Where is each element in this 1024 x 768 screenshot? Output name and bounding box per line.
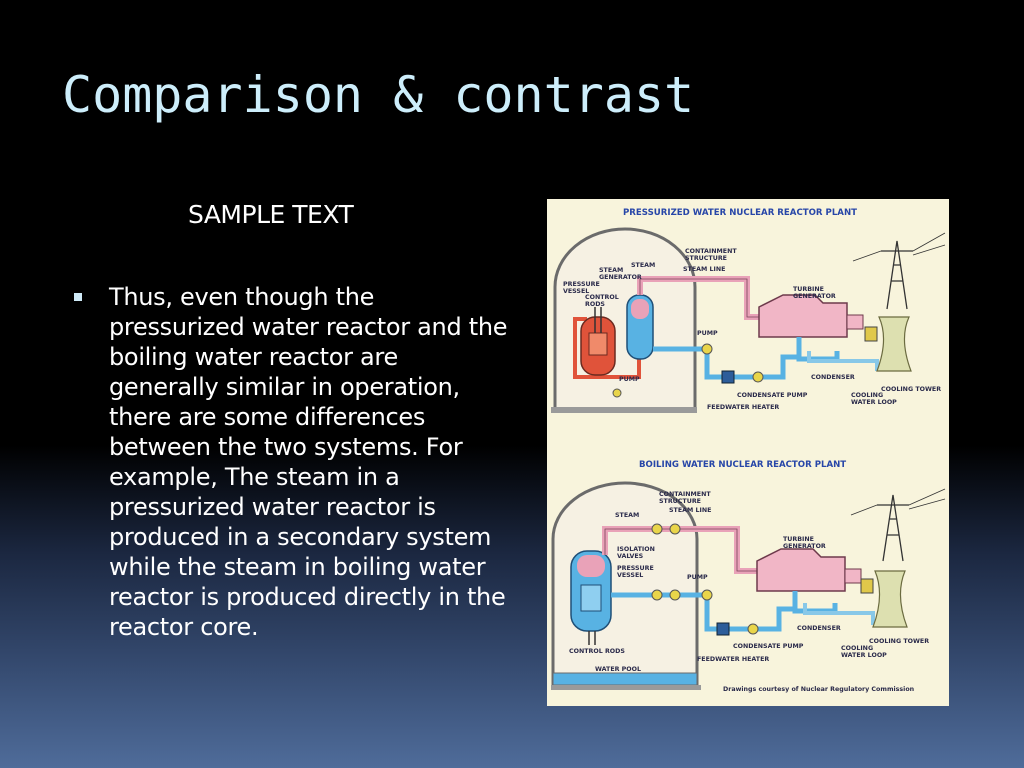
bwr-ground <box>551 685 701 690</box>
bwr-label-turbine-2: GENERATOR <box>783 543 826 550</box>
pwr-label-pressure-vessel-1: PRESSURE <box>563 281 600 288</box>
bullet-square-icon <box>74 293 82 301</box>
pwr-primary-pump <box>612 388 622 398</box>
bwr-steam-line-outline <box>604 528 759 572</box>
bwr-label-cooling-loop-2: WATER LOOP <box>841 652 887 659</box>
bullet-paragraph: Thus, even though the pressurized water … <box>109 283 508 641</box>
sample-text-label: SAMPLE TEXT <box>188 200 354 229</box>
pwr-label-pump-top: PUMP <box>697 330 718 337</box>
pwr-label-condensate-pump: CONDENSATE PUMP <box>737 392 808 399</box>
bwr-transmission-tower <box>877 494 909 562</box>
pwr-turbine-generator <box>758 294 848 338</box>
pwr-condensate-pump <box>752 371 764 383</box>
bwr-label-isolation-1: ISOLATION <box>617 546 655 553</box>
bwr-isolation-valve-feed <box>669 589 681 601</box>
pwr-steam-line-outline <box>639 278 761 318</box>
pwr-transmission-tower <box>881 240 913 310</box>
pwr-label-pressure-vessel-2: VESSEL <box>563 288 589 295</box>
pwr-label-pump-bottom: PUMP <box>619 376 640 383</box>
pwr-label-cooling-loop-2: WATER LOOP <box>851 399 897 406</box>
bwr-label-pressure-vessel-1: PRESSURE <box>617 565 654 572</box>
reactor-diagram-figure: PRESSURIZED WATER NUCLEAR REACTOR PLANT <box>547 199 949 706</box>
figure-credit: Drawings courtesy of Nuclear Regulatory … <box>723 686 914 693</box>
bwr-label-steam-line: STEAM LINE <box>669 507 711 514</box>
pwr-steam-dome <box>631 299 649 319</box>
bwr-condensate-pump <box>747 623 759 635</box>
pwr-label-steam-generator-2: GENERATOR <box>599 274 642 281</box>
bwr-reactor-core <box>580 584 602 612</box>
bwr-feedwater-line <box>611 592 795 632</box>
bwr-label-condenser: CONDENSER <box>797 625 841 632</box>
pwr-label-turbine-1: TURBINE <box>793 286 824 293</box>
bwr-label-feedwater-heater: FEEDWATER HEATER <box>697 656 769 663</box>
bwr-feed-pump <box>701 589 713 601</box>
pwr-title: PRESSURIZED WATER NUCLEAR REACTOR PLANT <box>623 208 857 218</box>
bwr-label-turbine-1: TURBINE <box>783 536 814 543</box>
bwr-title: BOILING WATER NUCLEAR REACTOR PLANT <box>639 460 846 470</box>
bwr-label-control-rods: CONTROL RODS <box>569 648 625 655</box>
bwr-label-cooling-loop-1: COOLING <box>841 645 873 652</box>
pwr-label-condenser: CONDENSER <box>811 374 855 381</box>
pwr-feed-pump <box>701 343 713 355</box>
bwr-isolation-valve <box>669 523 681 535</box>
pwr-label-control-rods-1: CONTROL <box>585 294 619 301</box>
bwr-turbine-generator <box>756 548 846 592</box>
bwr-feedwater-heater-box <box>716 622 730 636</box>
bwr-label-steam: STEAM <box>615 512 639 519</box>
bwr-label-containment: CONTAINMENT <box>659 491 711 498</box>
slide-title: Comparison & contrast <box>62 66 695 124</box>
bwr-water-pool <box>552 672 698 686</box>
bwr-power-lines <box>850 488 946 516</box>
pwr-label-steam: STEAM <box>631 262 655 269</box>
pwr-label-control-rods-2: RODS <box>585 301 605 308</box>
pwr-label-steam-line: STEAM LINE <box>683 266 725 273</box>
bwr-label-pressure-vessel-2: VESSEL <box>617 572 643 579</box>
pwr-label-turbine-2: GENERATOR <box>793 293 836 300</box>
pwr-label-steam-generator-1: STEAM <box>599 267 623 274</box>
bwr-cooling-tower <box>872 570 908 628</box>
bwr-condenser-line <box>792 591 838 614</box>
bwr-transformer <box>860 578 874 594</box>
pwr-label-cooling-tower: COOLING TOWER <box>881 386 941 393</box>
pwr-reactor-core <box>588 332 608 356</box>
pwr-label-feedwater-heater: FEEDWATER HEATER <box>707 404 779 411</box>
pwr-feedwater-line <box>653 346 799 380</box>
pwr-label-cooling-loop-1: COOLING <box>851 392 883 399</box>
bwr-label-water-pool: WATER POOL <box>595 666 641 673</box>
bwr-isolation-valve <box>651 523 663 535</box>
bwr-generator-unit <box>844 568 862 584</box>
pwr-transformer <box>864 326 878 342</box>
reactor-diagram-svg: PRESSURIZED WATER NUCLEAR REACTOR PLANT <box>551 208 946 693</box>
bwr-label-condensate-pump: CONDENSATE PUMP <box>733 643 804 650</box>
bwr-isolation-valve-feed <box>651 589 663 601</box>
pwr-generator-unit <box>846 314 864 330</box>
pwr-label-structure: STRUCTURE <box>685 255 727 262</box>
pwr-ground <box>551 407 697 413</box>
bwr-steam-dome <box>577 555 605 577</box>
bwr-label-isolation-2: VALVES <box>617 553 644 560</box>
bwr-label-pump: PUMP <box>687 574 708 581</box>
bwr-label-structure: STRUCTURE <box>659 498 701 505</box>
pwr-cooling-tower <box>876 316 912 372</box>
pwr-condenser-line <box>796 337 840 362</box>
pwr-label-containment: CONTAINMENT <box>685 248 737 255</box>
pwr-feedwater-heater-box <box>721 370 735 384</box>
pwr-power-lines <box>852 232 946 262</box>
bwr-label-cooling-tower: COOLING TOWER <box>869 638 929 645</box>
